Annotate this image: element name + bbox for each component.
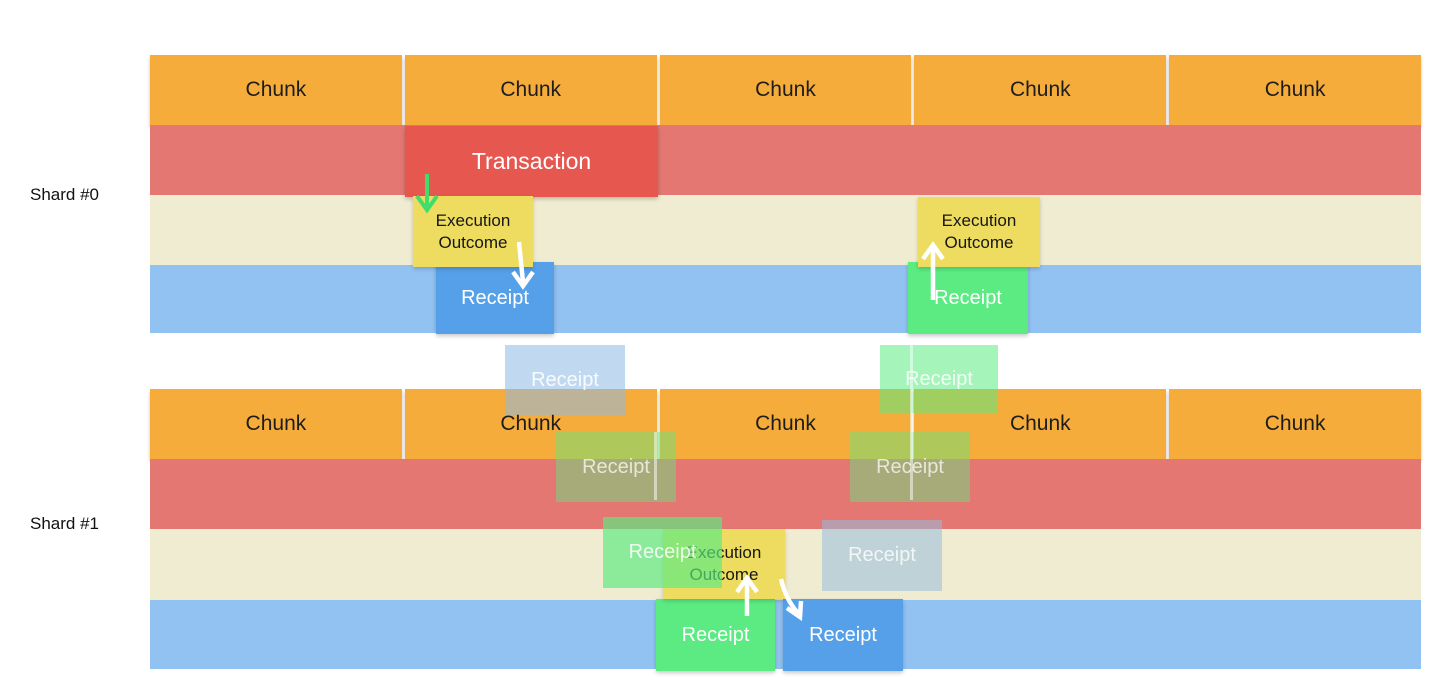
shard1-chunk-row: Chunk Chunk Chunk Chunk Chunk [150, 389, 1421, 459]
receipt-box-faded-green: Receipt [880, 345, 998, 413]
shard1-transaction-row [150, 459, 1421, 529]
chunk-box: Chunk [914, 55, 1167, 125]
execution-outcome-line1: Execution [435, 210, 511, 230]
shard1-outcome-row [150, 529, 1421, 600]
execution-outcome-box: Execution Outcome [413, 196, 533, 267]
receipt-box-blue: Receipt [783, 599, 903, 671]
chunk-box: Chunk [404, 55, 657, 125]
chunk-box: Chunk [1169, 55, 1421, 125]
transaction-box: Transaction [405, 126, 658, 197]
receipt-box-green: Receipt [908, 262, 1028, 334]
receipt-box-blue: Receipt [436, 262, 554, 334]
shard1-label: Shard #1 [30, 514, 99, 533]
shard0-transaction-row [150, 125, 1421, 195]
receipt-box-faded-blue: Receipt [822, 520, 942, 591]
execution-outcome-box: Execution Outcome [918, 197, 1040, 267]
chunk-box: Chunk [150, 55, 402, 125]
execution-outcome-line2: Outcome [944, 233, 1014, 252]
chunk-box: Chunk [150, 389, 402, 459]
receipt-connector-line [910, 345, 913, 500]
receipt-box-green: Receipt [656, 599, 775, 671]
receipt-box-faded-blue: Receipt [505, 345, 625, 415]
chunk-box: Chunk [659, 55, 912, 125]
receipt-connector-line [654, 432, 657, 500]
chunk-box: Chunk [659, 389, 912, 459]
shard0-chunk-row: Chunk Chunk Chunk Chunk Chunk [150, 55, 1421, 125]
shard0-label: Shard #0 [30, 185, 99, 204]
shard0-receipt-row [150, 265, 1421, 333]
receipt-box-translucent: Receipt [556, 432, 676, 502]
chunk-box: Chunk [1169, 389, 1421, 459]
shard0-outcome-row [150, 195, 1421, 265]
chunk-box: Chunk [914, 389, 1167, 459]
receipt-box-faded-green: Receipt [603, 517, 722, 588]
execution-outcome-line1: Execution [941, 211, 1017, 230]
execution-outcome-line2: Outcome [438, 232, 508, 252]
